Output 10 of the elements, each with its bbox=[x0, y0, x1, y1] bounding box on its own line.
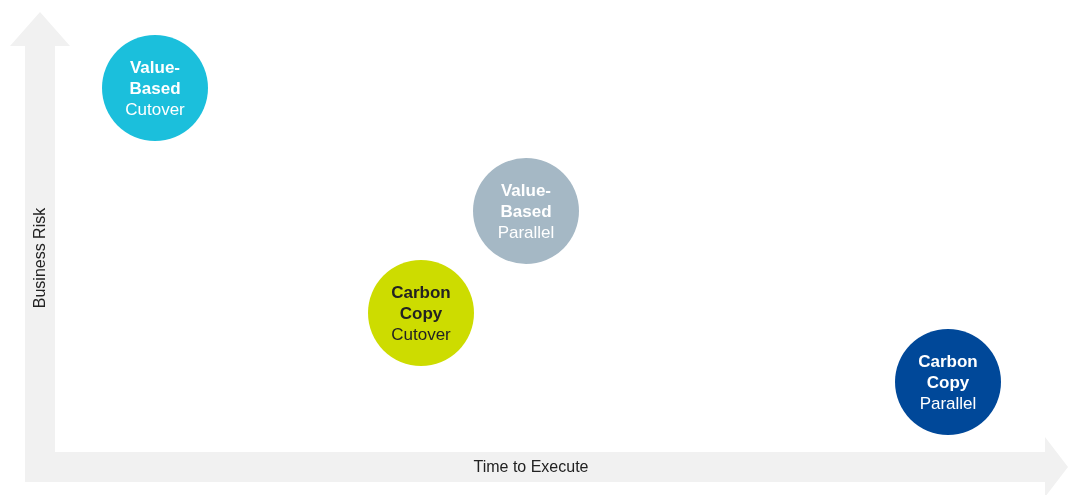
axis-label: Time to Execute bbox=[473, 458, 589, 476]
node-heading: Carbon Copy bbox=[390, 281, 452, 324]
node-text: Cutover bbox=[125, 98, 185, 120]
node-heading: Carbon Copy bbox=[917, 350, 979, 393]
node-text: Cutover bbox=[391, 323, 451, 345]
node-heading: Value-Based bbox=[128, 56, 182, 99]
node-text: Parallel bbox=[919, 392, 977, 414]
node-text: Parallel bbox=[497, 221, 555, 243]
axis-label: Business Risk bbox=[31, 207, 50, 309]
node-heading: Value-Based bbox=[499, 179, 553, 222]
